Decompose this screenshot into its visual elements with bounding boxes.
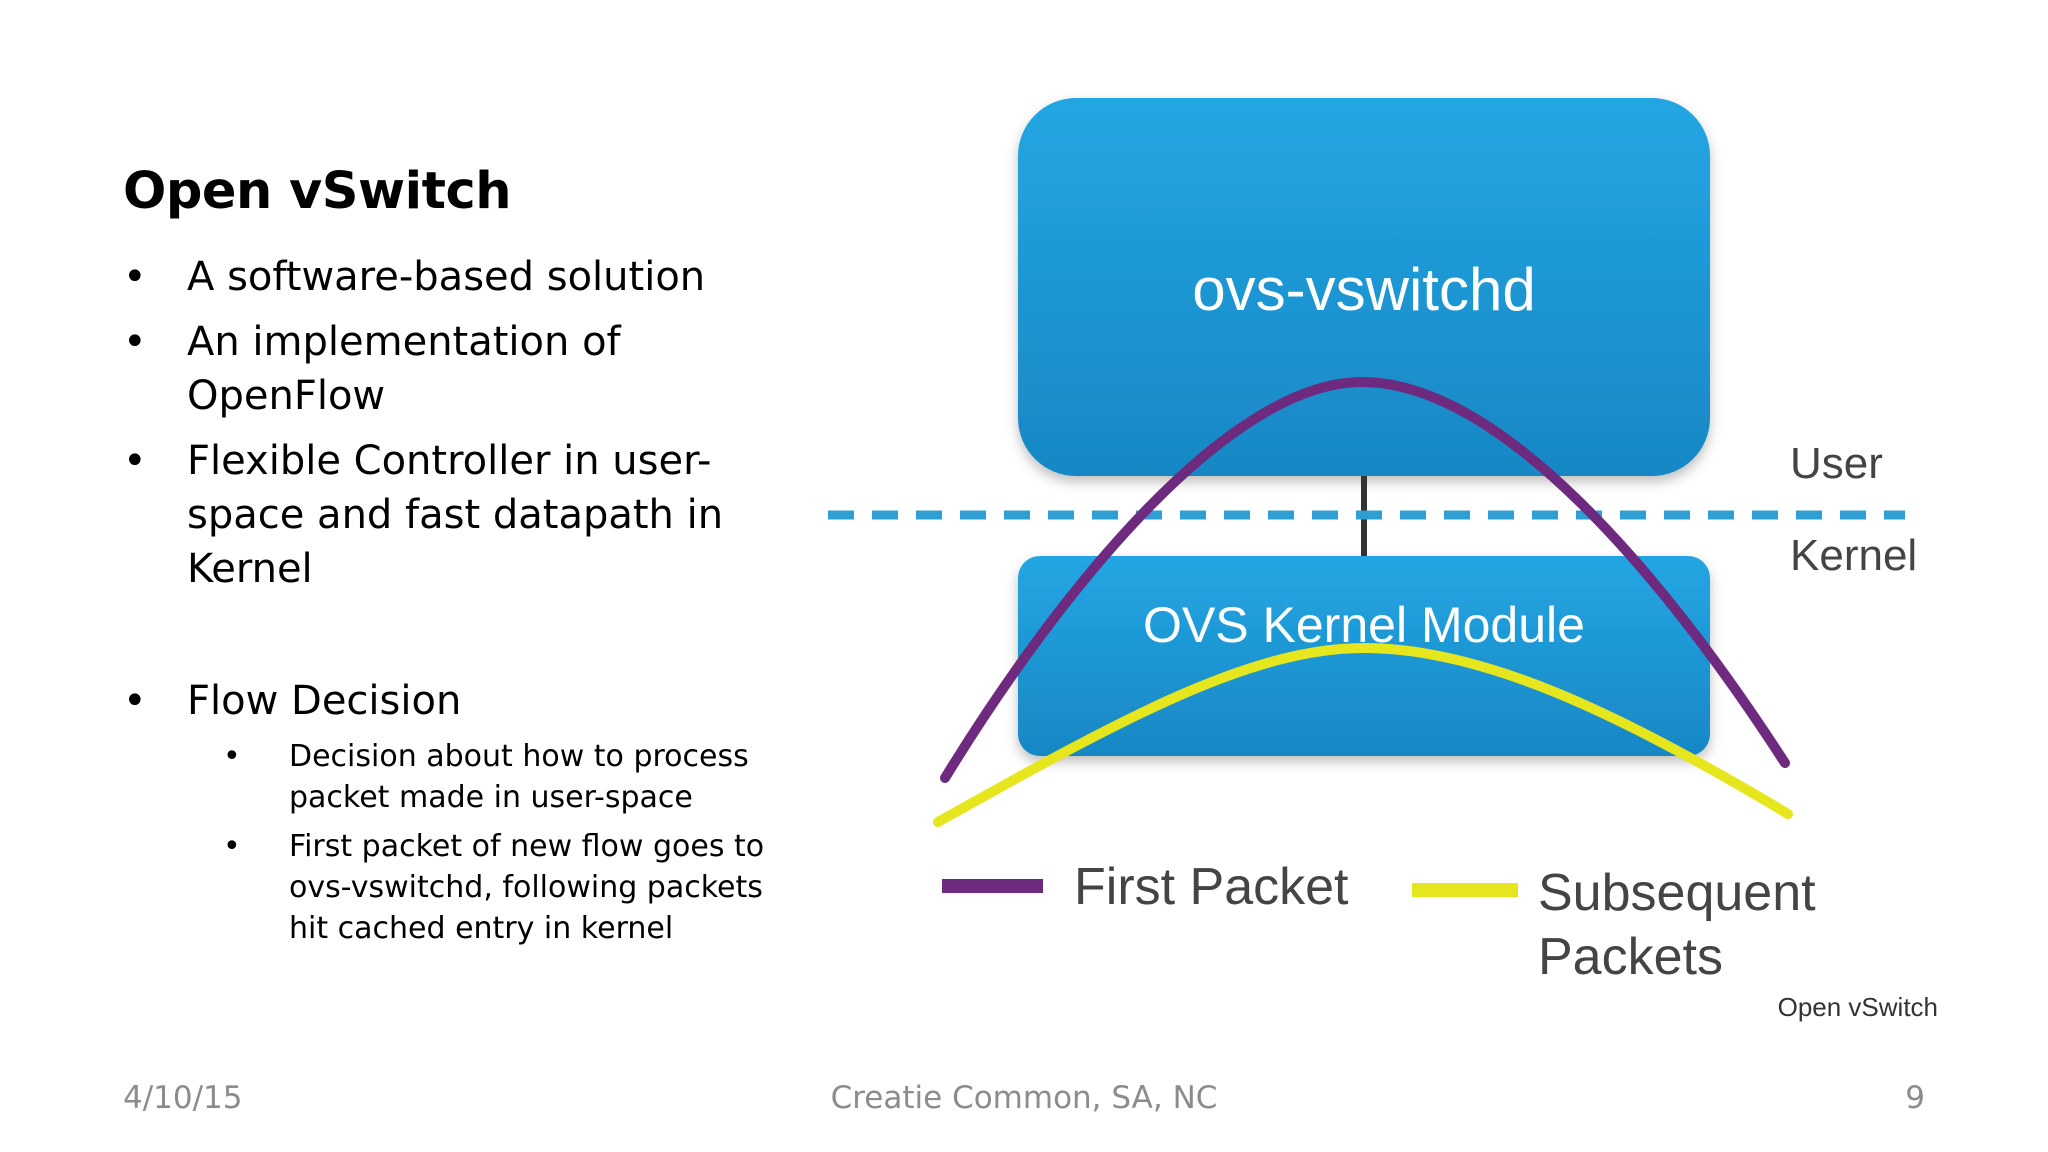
bullet-text: Flexible Controller in user-space and fa… bbox=[187, 438, 724, 592]
subsequent-packets-path bbox=[933, 642, 1793, 827]
ovs-vswitchd-box bbox=[1018, 98, 1710, 476]
ovs-kernel-module-box bbox=[1018, 556, 1710, 756]
diagram-svg: ovs-vswitchd User Kernel OVS Kernel Modu… bbox=[828, 98, 1938, 1022]
sub-bullet-text: First packet of new flow goes to ovs-vsw… bbox=[289, 829, 765, 946]
bullet-item: • Flexible Controller in user-space and … bbox=[123, 434, 773, 596]
sub-bullet-item: • First packet of new flow goes to ovs-v… bbox=[187, 826, 773, 949]
kernel-label: Kernel bbox=[1790, 531, 1917, 580]
footer-page-number: 9 bbox=[1905, 1080, 1925, 1116]
footer-center-text: Creatie Common, SA, NC bbox=[830, 1080, 1218, 1116]
bullet-dot: • bbox=[123, 438, 147, 484]
bullet-item: • An implementation of OpenFlow bbox=[123, 315, 773, 423]
ovs-architecture-diagram: ovs-vswitchd User Kernel OVS Kernel Modu… bbox=[790, 70, 1990, 1040]
bullet-dot: • bbox=[223, 829, 241, 864]
bullet-text: An implementation of OpenFlow bbox=[187, 319, 621, 419]
bullet-dot: • bbox=[123, 678, 147, 724]
bullet-list: • A software-based solution • An impleme… bbox=[123, 250, 773, 960]
bullet-dot: • bbox=[223, 739, 241, 774]
sub-bullet-item: • Decision about how to process packet m… bbox=[187, 736, 773, 818]
user-label: User bbox=[1790, 439, 1883, 488]
legend-first-packet-label: First Packet bbox=[1074, 858, 1349, 916]
sub-bullet-list: • Decision about how to process packet m… bbox=[187, 736, 773, 949]
ovs-vswitchd-label: ovs-vswitchd bbox=[1192, 256, 1535, 323]
first-packet-path bbox=[940, 376, 1790, 783]
bullet-item: • Flow Decision • Decision about how to … bbox=[123, 674, 773, 949]
footer-date: 4/10/15 bbox=[123, 1080, 243, 1116]
bullet-dot: • bbox=[123, 319, 147, 365]
open-vswitch-watermark: Open vSwitch bbox=[1778, 992, 1938, 1022]
bullet-text: Flow Decision bbox=[187, 678, 462, 724]
bullet-item: • A software-based solution bbox=[123, 250, 773, 304]
legend-subsequent-packets-label-line2: Packets bbox=[1538, 928, 1723, 986]
sub-bullet-text: Decision about how to process packet mad… bbox=[289, 739, 749, 815]
bullet-dot: • bbox=[123, 254, 147, 300]
legend-subsequent-packets-label-line1: Subsequent bbox=[1538, 864, 1816, 922]
bullet-text: A software-based solution bbox=[187, 254, 706, 300]
slide-title: Open vSwitch bbox=[123, 162, 512, 221]
